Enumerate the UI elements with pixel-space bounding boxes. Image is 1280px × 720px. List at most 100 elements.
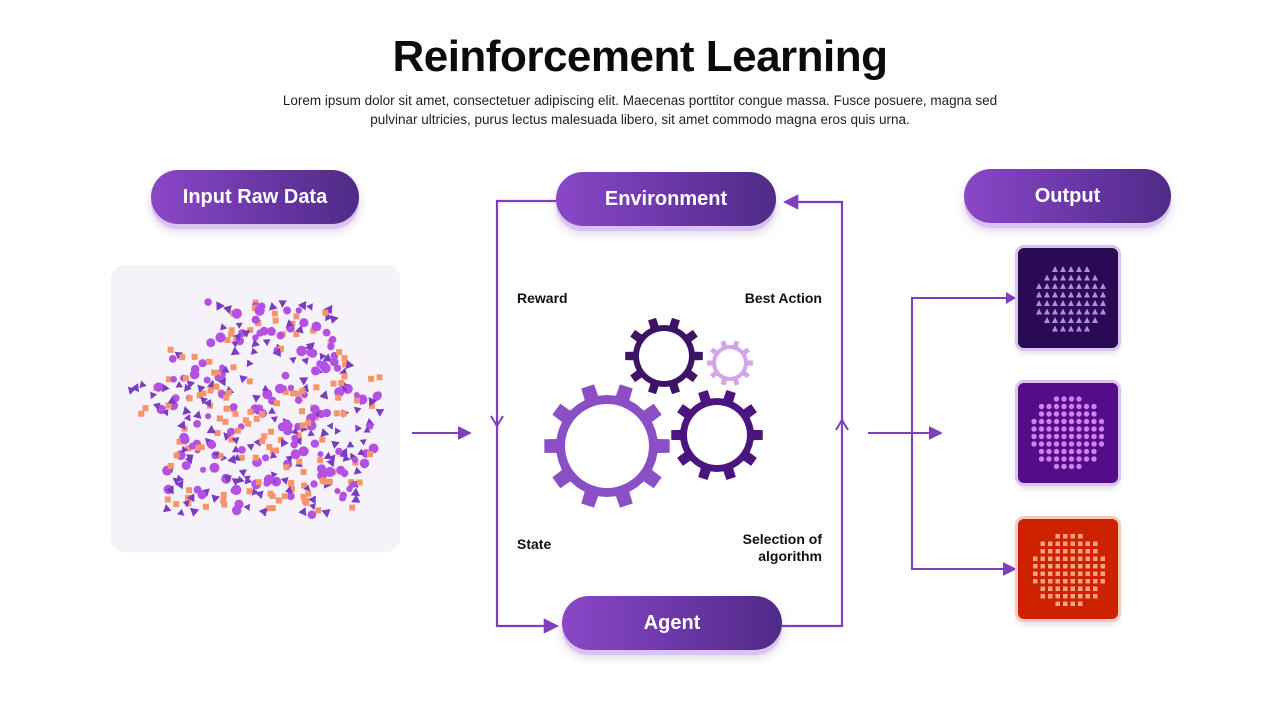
- square-mark: [1055, 564, 1060, 569]
- dot-mark: [1031, 433, 1037, 440]
- square-mark: [1055, 541, 1060, 546]
- triangle-mark: [1092, 291, 1098, 298]
- scatter-point: [164, 496, 171, 503]
- scatter-point: [342, 361, 348, 368]
- scatter-point: [330, 380, 337, 387]
- output-tile-dots: [1018, 383, 1118, 483]
- dot-mark: [1091, 411, 1097, 417]
- dot-mark: [1046, 441, 1052, 447]
- scatter-point: [217, 452, 224, 459]
- triangle-mark: [1044, 300, 1050, 306]
- square-mark: [1070, 549, 1075, 554]
- scatter-point: [172, 477, 181, 486]
- scatter-point: [189, 507, 200, 517]
- scatter-point: [322, 328, 331, 337]
- scatter-point: [153, 382, 164, 392]
- scatter-point: [293, 313, 300, 320]
- scatter-point: [368, 443, 379, 454]
- dot-mark: [1076, 418, 1082, 425]
- dot-mark: [1061, 418, 1067, 425]
- square-mark: [1078, 579, 1083, 584]
- scatter-point: [259, 410, 266, 417]
- scatter-point: [219, 364, 226, 371]
- scatter-point: [324, 466, 336, 478]
- scatter-point: [197, 490, 207, 500]
- scatter-point: [359, 458, 370, 469]
- scatter-point: [316, 360, 324, 367]
- scatter-point: [303, 484, 311, 492]
- scatter-point: [253, 415, 260, 422]
- square-mark: [1055, 571, 1060, 576]
- square-mark: [1063, 564, 1068, 569]
- triangle-mark: [1084, 274, 1090, 281]
- scatter-point: [204, 298, 212, 306]
- scatter-point: [150, 391, 158, 400]
- page-title: Reinforcement Learning: [392, 32, 888, 81]
- square-mark: [1055, 579, 1060, 584]
- scatter-point: [326, 478, 333, 485]
- square-mark: [1100, 571, 1105, 576]
- scatter-point: [233, 333, 241, 342]
- scatter-point: [363, 426, 371, 433]
- scatter-point: [188, 442, 196, 450]
- square-mark: [1048, 586, 1053, 591]
- dot-mark: [1053, 433, 1060, 440]
- scatter-point: [247, 327, 254, 334]
- square-mark: [1048, 571, 1053, 576]
- square-mark: [1093, 556, 1098, 561]
- square-mark: [1070, 571, 1075, 576]
- triangle-mark: [1076, 325, 1082, 332]
- scatter-point: [280, 477, 289, 485]
- scatter-point: [211, 494, 220, 503]
- cycle-left-line: [495, 199, 560, 634]
- dot-mark: [1091, 433, 1097, 440]
- scatter-point: [310, 404, 320, 414]
- reward-label: Reward: [517, 290, 568, 306]
- scatter-point: [139, 380, 147, 389]
- gear-right: [671, 389, 763, 481]
- square-mark: [1048, 541, 1053, 546]
- square-mark: [1055, 556, 1060, 561]
- square-mark: [1070, 534, 1075, 539]
- scatter-point: [205, 413, 212, 420]
- scatter-point: [355, 424, 363, 433]
- scatter-point: [221, 501, 228, 508]
- scatter-point: [198, 444, 205, 451]
- scatter-point: [184, 383, 192, 392]
- scatter-point: [375, 408, 385, 417]
- scatter-point: [333, 410, 340, 417]
- scatter-point: [161, 383, 170, 393]
- square-mark: [1063, 571, 1068, 576]
- triangle-mark: [1052, 300, 1058, 306]
- square-mark: [1085, 549, 1090, 554]
- scatter-point: [266, 444, 273, 450]
- scatter-point: [294, 396, 303, 404]
- dot-mark: [1046, 403, 1052, 410]
- scatter-point: [267, 490, 274, 497]
- scatter-point: [227, 427, 235, 436]
- square-mark: [1070, 586, 1075, 591]
- triangle-mark: [1044, 317, 1050, 323]
- scatter-point: [246, 488, 253, 495]
- scatter-point: [207, 440, 217, 450]
- scatter-point: [261, 433, 268, 440]
- dot-grid-icon: [1031, 396, 1105, 470]
- scatter-point: [301, 482, 308, 489]
- triangle-mark: [1044, 283, 1050, 289]
- scatter-point: [266, 505, 273, 512]
- scatter-point: [282, 493, 288, 500]
- scatter-point: [335, 447, 343, 456]
- scatter-point: [193, 420, 201, 428]
- triangle-mark: [1076, 317, 1082, 323]
- cycle-right-midarrow: [835, 418, 849, 431]
- scatter-point: [313, 384, 320, 391]
- dot-mark: [1083, 426, 1090, 432]
- scatter-point: [285, 319, 295, 328]
- scatter-point: [197, 384, 206, 393]
- dot-mark: [1038, 418, 1045, 425]
- scatter-point: [351, 456, 359, 463]
- scatter-point: [234, 499, 244, 509]
- scatter-point: [231, 437, 240, 445]
- dot-mark: [1076, 456, 1082, 462]
